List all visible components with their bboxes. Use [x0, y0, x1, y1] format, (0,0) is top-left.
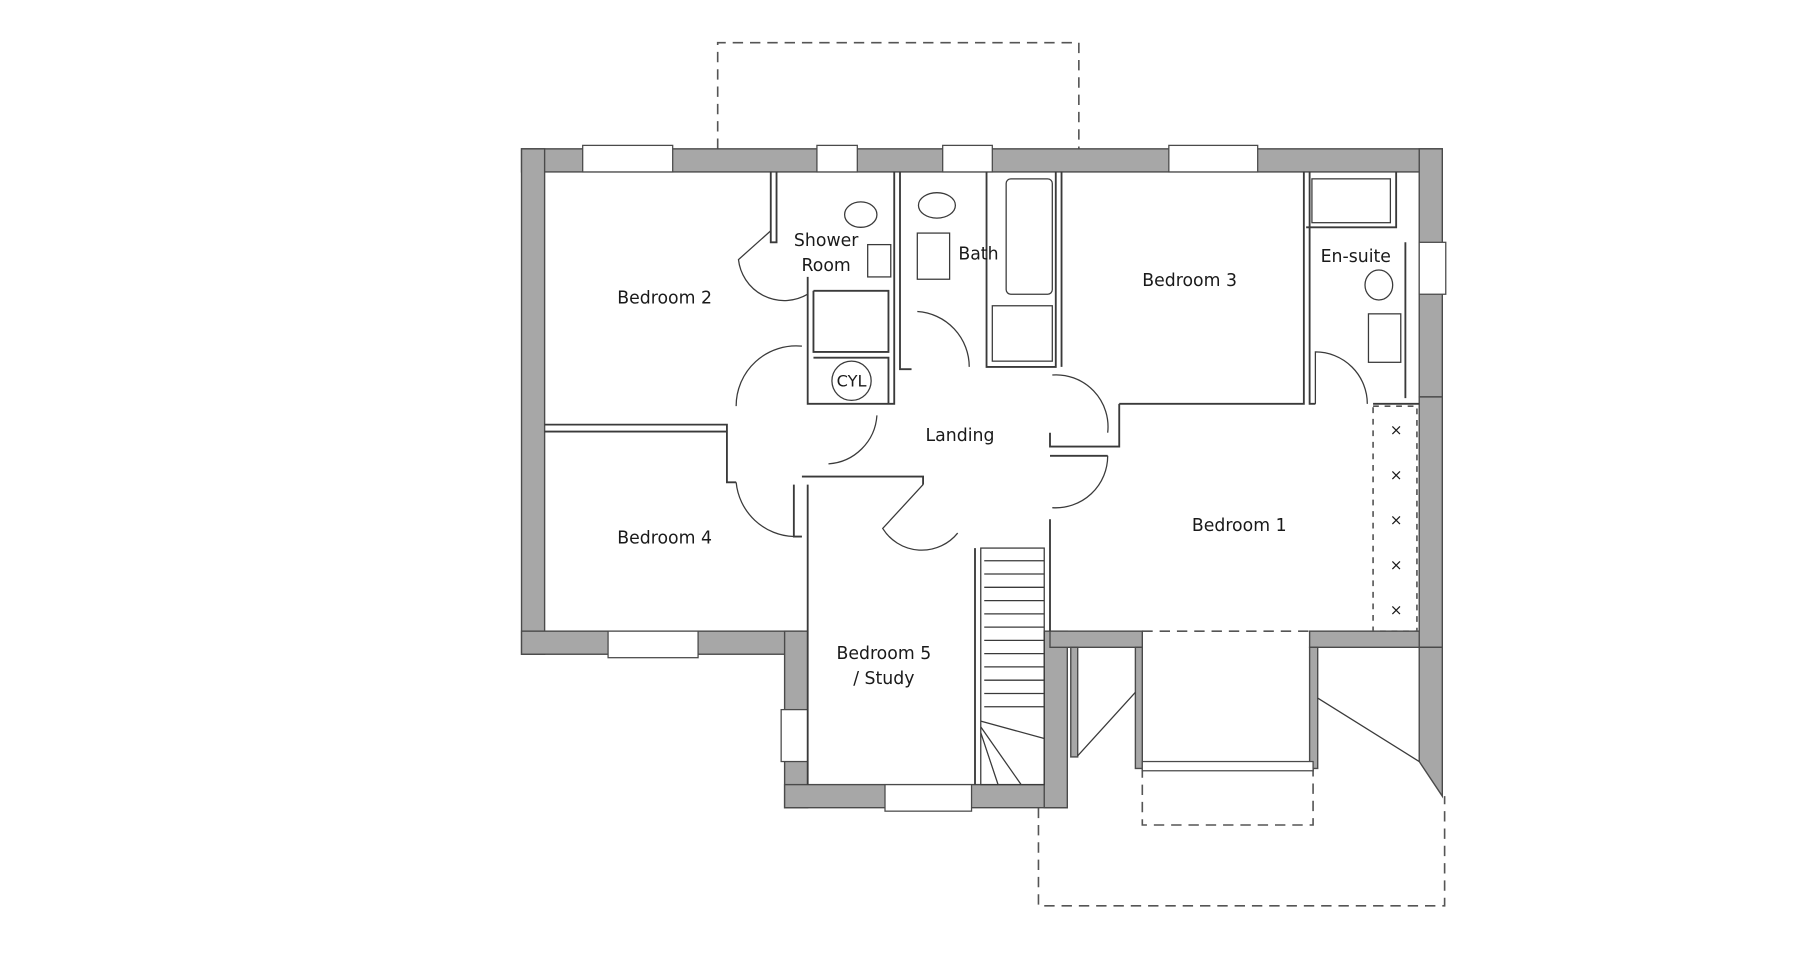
garage-roof-line	[1317, 697, 1420, 763]
label-bedroom-5: Bedroom 5	[836, 644, 931, 664]
label-bath: Bath	[958, 245, 998, 265]
wardrobe-x-mark: ×	[1390, 511, 1403, 529]
label-en-suite: En-suite	[1321, 247, 1391, 267]
label-bedroom-4: Bedroom 4	[617, 528, 712, 548]
wardrobe-x-mark: ×	[1390, 556, 1403, 574]
wardrobe-x-mark: ×	[1390, 601, 1403, 619]
door-swings	[735, 230, 1368, 551]
cylinder-icon	[831, 360, 872, 402]
bathroom-fixtures	[831, 178, 1402, 402]
room-labels: Bedroom 2 Shower Room Bath Bedroom 3 En-…	[617, 231, 1391, 689]
staircase	[980, 547, 1045, 786]
label-shower-room: Shower	[794, 231, 859, 251]
wardrobe-x-mark: ×	[1390, 421, 1403, 439]
porch-window	[1141, 760, 1314, 772]
dashed-outline-top	[716, 41, 1080, 149]
wardrobe-x-mark: ×	[1390, 466, 1403, 484]
label-cylinder: CYL	[837, 372, 867, 391]
interior-walls	[544, 171, 1420, 785]
label-landing: Landing	[926, 426, 995, 446]
garage-roof-line	[1077, 691, 1136, 757]
label-bedroom-1: Bedroom 1	[1192, 516, 1287, 536]
dashed-outline-porch	[1141, 767, 1314, 826]
winder-tread	[980, 720, 1045, 740]
label-bedroom-3: Bedroom 3	[1142, 271, 1237, 291]
windows	[582, 144, 1447, 812]
winder-tread	[980, 732, 999, 785]
dashed-outline-bottom	[1037, 796, 1446, 907]
wardrobe: × × × × ×	[1372, 405, 1418, 632]
label-bedroom-2: Bedroom 2	[617, 288, 712, 308]
winder-tread	[980, 726, 1022, 785]
label-bedroom-5-study: / Study	[853, 669, 914, 689]
label-shower-room-2: Room	[802, 256, 851, 276]
